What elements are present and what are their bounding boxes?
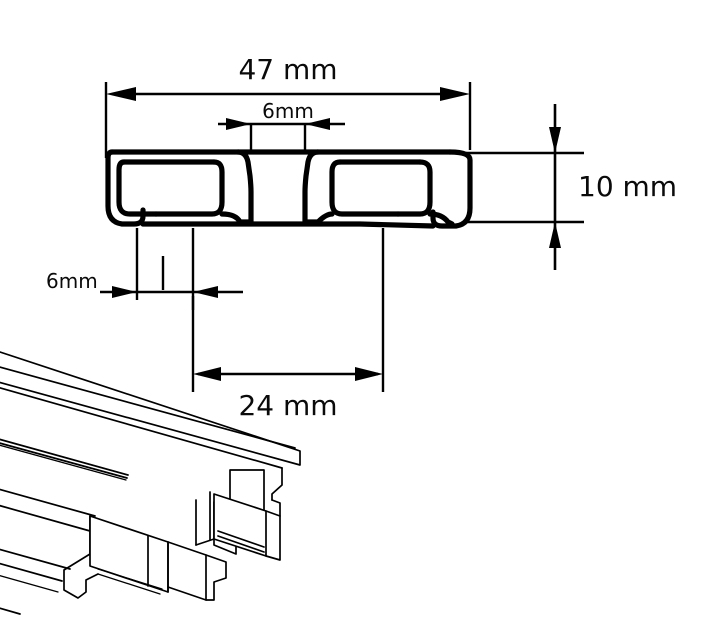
arrow-6mm-left-b (193, 286, 218, 298)
profile-left-cavity-right (153, 159, 225, 217)
iso-mid-face-edge-1 (0, 488, 96, 517)
arrow-6mm-top-right (305, 118, 330, 130)
iso-upper-groove-shadow (0, 442, 128, 479)
iso-lower-cavity-2 (167, 541, 207, 601)
isometric-view (0, 351, 301, 615)
profile-right-cavity-left (329, 159, 401, 217)
arrow-24mm-left (193, 367, 221, 381)
iso-upper-groove-inner (0, 444, 127, 481)
iso-left-long-edge (0, 607, 21, 615)
arrow-47mm-right (440, 87, 470, 101)
arrow-24mm-right (355, 367, 383, 381)
arrow-47mm-left (106, 87, 136, 101)
iso-lower-right-lip (205, 554, 227, 601)
arrow-10mm-bottom (549, 222, 561, 248)
arrow-6mm-top-left (226, 118, 251, 130)
iso-upper-right-end (265, 510, 281, 561)
dimension-6mm-top-label: 6mm (262, 99, 314, 123)
iso-upper-groove-outer (0, 438, 129, 476)
profile-bottom-shelf-right (302, 211, 335, 225)
dimension-6mm-top-group: 6mm (218, 99, 345, 152)
arrow-10mm-top (549, 127, 561, 153)
profile-left-channel-outer (105, 149, 146, 227)
iso-upper-cavity-inner-floor (217, 530, 265, 548)
profile-bottom-web (140, 221, 436, 229)
iso-lower-floor-seam (97, 573, 161, 595)
arrow-6mm-left-a (112, 286, 137, 298)
profile-center-stem-right (302, 149, 321, 225)
iso-top-face-edge-1 (0, 366, 296, 449)
cross-section-view (105, 149, 473, 229)
dimension-47mm-group: 47 mm (104, 53, 472, 158)
profile-bottom-shelf-left (219, 211, 254, 225)
iso-web-connector (195, 538, 215, 546)
profile-right-cavity-right (395, 159, 433, 217)
dimension-24mm-label: 24 mm (238, 389, 337, 422)
profile-right-channel-outer (430, 149, 473, 229)
iso-upper-end-cap (271, 467, 283, 501)
iso-lower-end-cap (63, 515, 99, 599)
iso-upper-cavity-inner-floor-2 (217, 535, 265, 553)
profile-right-channel-lip (427, 211, 455, 227)
iso-lower-top-edge (0, 548, 71, 570)
dimension-10mm-label: 10 mm (578, 170, 677, 203)
iso-upper-right-end-lip (271, 499, 281, 517)
profile-left-channel-inner (116, 159, 159, 217)
profile-center-stem-left (235, 149, 254, 225)
dimension-47mm-label: 47 mm (238, 53, 337, 86)
iso-top-face-edge-2 (0, 387, 283, 469)
dimension-10mm-group: 10 mm (466, 104, 677, 270)
dimension-24mm-group: 24 mm (191, 228, 385, 422)
iso-lower-top-edge-2 (0, 562, 63, 582)
iso-lower-floor-seam-2 (97, 568, 163, 590)
iso-lower-bottom-band (0, 575, 59, 593)
dimension-6mm-left-label: 6mm (46, 269, 98, 293)
iso-mid-face-edge-2 (0, 504, 91, 532)
